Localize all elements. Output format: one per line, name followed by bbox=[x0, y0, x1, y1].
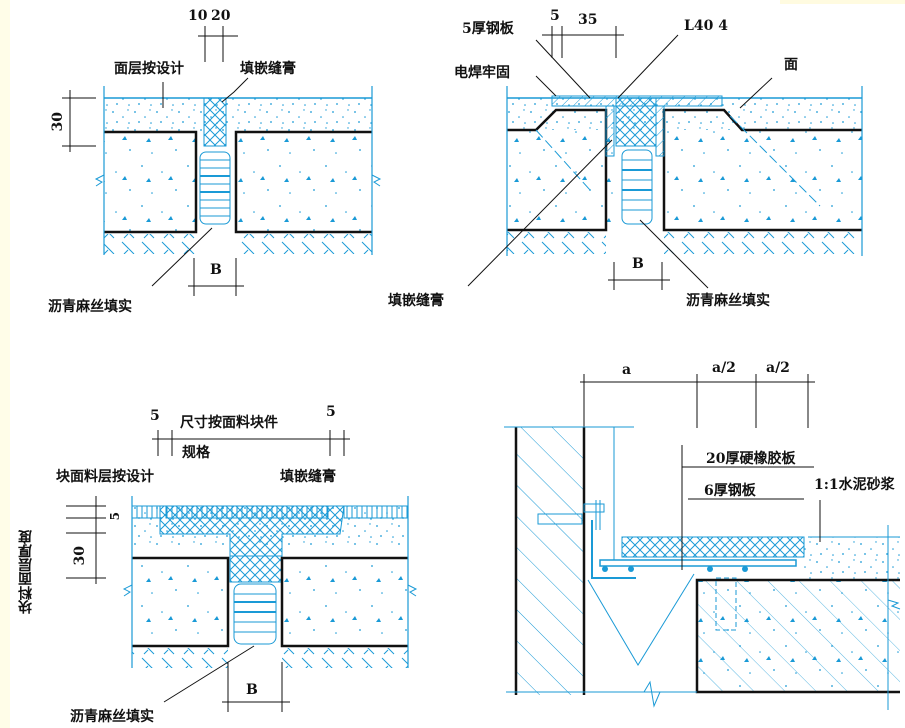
label-sealant: 填嵌缝膏 bbox=[388, 293, 444, 309]
asphalt-hemp-coil bbox=[621, 149, 653, 225]
detail-1-expansion-joint bbox=[62, 26, 382, 296]
edge-tint-left bbox=[0, 0, 10, 728]
label-cement-mortar: 1:1水泥砂浆 bbox=[814, 477, 895, 493]
dim-20: 20 bbox=[211, 8, 231, 24]
dim-30: 30 bbox=[72, 546, 88, 566]
dim-5-right: 5 bbox=[326, 404, 336, 420]
wall bbox=[516, 427, 584, 695]
dim-b: B bbox=[246, 682, 258, 698]
dim-5-left: 5 bbox=[150, 408, 160, 424]
dim-thickness-5: 5 bbox=[108, 512, 122, 521]
dim-b: B bbox=[210, 262, 222, 278]
dim-10: 10 bbox=[188, 8, 208, 24]
label-rubber-plate: 20厚硬橡胶板 bbox=[706, 451, 796, 467]
sealant-fill bbox=[615, 97, 657, 147]
dim-30: 30 bbox=[50, 112, 66, 132]
slab-right bbox=[236, 132, 372, 232]
label-surface-design: 面层按设计 bbox=[114, 61, 184, 77]
dim-5: 5 bbox=[550, 8, 560, 24]
detail-2-steel-plate-joint bbox=[467, 26, 863, 290]
sealant-fill bbox=[203, 97, 227, 147]
label-sealant: 填嵌缝膏 bbox=[240, 61, 296, 77]
dim-35: 35 bbox=[578, 12, 598, 28]
label-steel-plate: 5厚钢板 bbox=[462, 21, 514, 37]
asphalt-hemp-coil bbox=[199, 151, 231, 225]
dim-a-half-2: a/2 bbox=[766, 360, 790, 376]
label-asphalt-filler: 沥青麻丝填实 bbox=[70, 709, 154, 725]
asphalt-hemp-coil bbox=[233, 583, 277, 645]
label-steel-plate: 6厚钢板 bbox=[704, 483, 756, 499]
rubber-plate bbox=[621, 536, 805, 558]
slab-left bbox=[104, 132, 196, 232]
detail-4-wall-joint bbox=[504, 374, 901, 710]
dim-b: B bbox=[632, 256, 644, 272]
dim-a: a bbox=[622, 362, 632, 378]
label-surface: 面 bbox=[784, 57, 798, 73]
steel-plate bbox=[599, 559, 797, 567]
label-weld: 电焊牢固 bbox=[454, 65, 510, 81]
surface-layer bbox=[104, 98, 372, 132]
label-sealant: 填嵌缝膏 bbox=[280, 469, 336, 485]
detail-3-block-surface-joint bbox=[66, 430, 418, 712]
edge-tint-top bbox=[780, 0, 905, 4]
label-asphalt-filler: 沥青麻丝填实 bbox=[48, 299, 132, 315]
label-block-thickness: 块料面层厚度 bbox=[18, 530, 34, 614]
dim-a-half-1: a/2 bbox=[712, 360, 736, 376]
label-size-note: 尺寸按面料块件 bbox=[180, 415, 278, 431]
label-angle-steel: L40 4 bbox=[684, 18, 728, 34]
label-size-spec: 规格 bbox=[182, 445, 210, 461]
label-asphalt-filler: 沥青麻丝填实 bbox=[686, 293, 770, 309]
label-block-layer: 块面料层按设计 bbox=[56, 469, 154, 485]
